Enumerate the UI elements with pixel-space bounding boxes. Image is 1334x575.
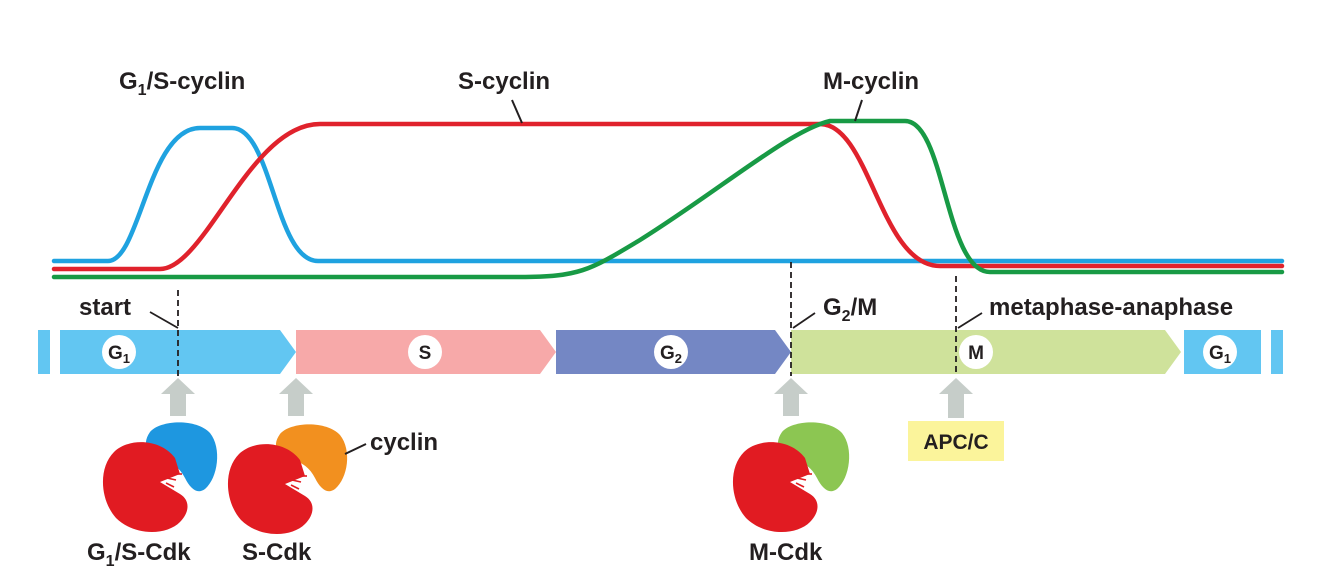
up-arrow-m xyxy=(774,378,808,416)
g2m-label: G2/M xyxy=(823,294,877,325)
s-cdk-complex xyxy=(228,424,347,534)
g1s-cdk-label: G1/S-Cdk xyxy=(87,539,191,570)
up-arrow-s xyxy=(279,378,313,416)
start-leader xyxy=(150,312,178,328)
up-arrow-apc xyxy=(939,378,973,418)
g1-left-stub xyxy=(38,330,50,374)
cyclin-label: cyclin xyxy=(370,429,438,456)
metaphase-anaphase-leader xyxy=(958,313,982,328)
m-cdk-complex xyxy=(733,422,849,532)
m-cyclin-label: M-cyclin xyxy=(823,68,919,95)
g1-right-stub xyxy=(1271,330,1283,374)
g1s-cdk-complex xyxy=(103,422,217,532)
metaphase-anaphase-label: metaphase-anaphase xyxy=(989,294,1233,321)
up-arrow-g1s xyxy=(161,378,195,416)
apc-c-label: APC/C xyxy=(923,431,988,454)
g1s-cyclin-curve xyxy=(54,128,1282,261)
up-arrows xyxy=(161,378,973,418)
phase-bar: G1 S G2 M G1 xyxy=(38,330,1283,374)
cyclin-leader xyxy=(345,444,366,454)
m-cyclin-leader xyxy=(855,100,862,121)
s-cyclin-label: S-cyclin xyxy=(458,68,550,95)
s-cyclin-curve xyxy=(54,124,1282,269)
phase-label-s: S xyxy=(419,343,432,364)
m-cdk-label: M-Cdk xyxy=(749,539,823,566)
s-cdk-label: S-Cdk xyxy=(242,539,312,566)
start-label: start xyxy=(79,294,131,321)
g2m-leader xyxy=(793,313,815,328)
phase-label-m: M xyxy=(968,343,984,364)
m-cyclin-curve xyxy=(54,121,1282,277)
cyclin-curves xyxy=(54,121,1282,277)
g1s-cyclin-label: G1/S-cyclin xyxy=(119,68,245,99)
s-cyclin-leader xyxy=(512,100,522,123)
